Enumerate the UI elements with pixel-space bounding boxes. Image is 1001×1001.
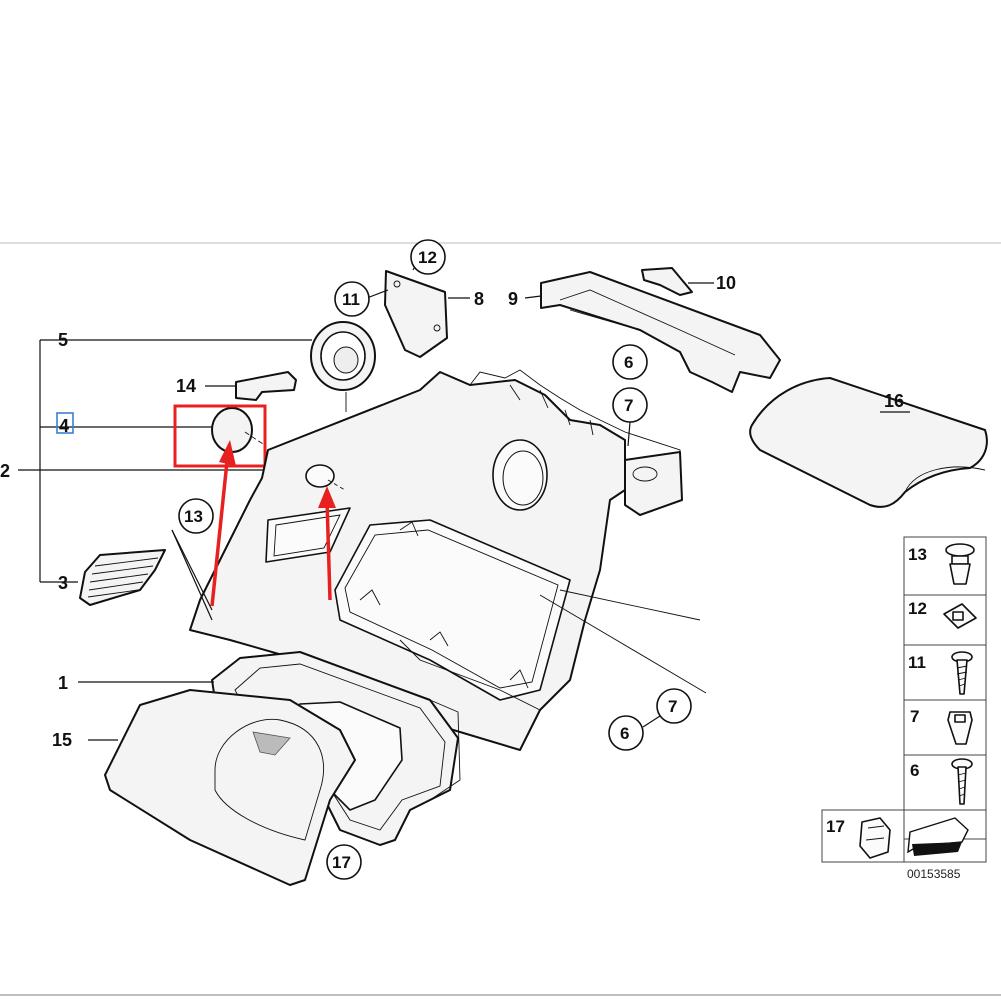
callout-13 <box>178 498 214 534</box>
label-17: 17 <box>332 853 351 872</box>
leader-7b <box>539 594 707 694</box>
push-rivet-icon <box>945 543 975 585</box>
bracket-lines <box>18 339 312 583</box>
label-3: 3 <box>58 573 68 593</box>
label-13: 13 <box>184 507 203 526</box>
legend-label-6: 6 <box>910 761 919 780</box>
leader-7a <box>627 421 631 447</box>
diagram-code: 00153585 <box>907 867 961 881</box>
part-16-shelf-cover <box>749 377 988 508</box>
screw-icon-6 <box>951 758 973 805</box>
callout-6-lower <box>608 715 644 751</box>
label-1: 1 <box>58 673 68 693</box>
callout-17 <box>326 844 362 880</box>
callout-12 <box>410 239 446 275</box>
speaker-grille-mark <box>252 731 291 756</box>
fastener-legend <box>821 536 987 863</box>
label-8: 8 <box>474 289 484 309</box>
expansion-nut-icon <box>947 711 973 745</box>
direction-arrow-icon <box>907 817 969 856</box>
label-6-upper: 6 <box>624 353 633 372</box>
label-15: 15 <box>52 730 72 750</box>
legend-label-13: 13 <box>908 545 927 564</box>
label-4[interactable]: 4 <box>59 416 69 436</box>
callout-7-lower <box>656 688 692 724</box>
legend-label-17: 17 <box>826 817 845 836</box>
leader-13b <box>171 529 213 621</box>
label-11: 11 <box>342 290 360 309</box>
clip-icon-17 <box>859 817 891 859</box>
label-10: 10 <box>716 273 736 293</box>
callout-6-upper <box>612 344 648 380</box>
label-2: 2 <box>0 461 10 481</box>
legend-label-7: 7 <box>910 707 919 726</box>
label-7-upper: 7 <box>624 396 633 415</box>
callout-11 <box>334 281 370 317</box>
legend-label-11: 11 <box>908 653 926 672</box>
part-8-cover-plate <box>384 270 448 358</box>
label-5: 5 <box>58 330 68 350</box>
leader-6b <box>559 589 701 621</box>
highlight-box-part-4 <box>173 404 267 468</box>
label-6-lower: 6 <box>620 724 629 743</box>
label-14: 14 <box>176 376 196 396</box>
leader-11 <box>366 289 389 299</box>
red-arrow-2 <box>318 486 336 601</box>
part-9-trim-rail <box>540 271 781 393</box>
part-15-cover <box>104 689 356 886</box>
clip-nut-icon <box>943 603 977 629</box>
legend-label-12: 12 <box>908 599 927 618</box>
part-4-cap <box>211 407 267 453</box>
label-9: 9 <box>508 289 518 309</box>
part-3-vent-grille <box>79 549 166 606</box>
label-7-lower: 7 <box>668 697 677 716</box>
part-5-grommet-ring <box>310 321 376 412</box>
selection-box-4[interactable] <box>56 412 74 434</box>
label-12-top: 12 <box>418 248 437 267</box>
leader-13a <box>171 529 213 611</box>
leader-6-7-lower <box>642 715 661 728</box>
label-16: 16 <box>884 391 904 411</box>
leader-9 <box>524 295 542 299</box>
part-10-bracket <box>641 267 693 296</box>
part-14-clip <box>235 371 297 401</box>
screw-icon-11 <box>951 651 973 695</box>
red-arrow-1 <box>210 440 236 607</box>
